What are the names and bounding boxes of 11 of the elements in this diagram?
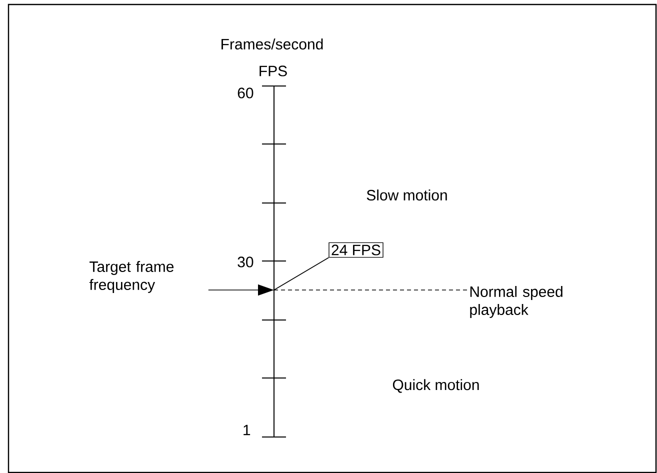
tick-label: 1 (244, 424, 250, 436)
annotation-text: Normal speed playback (470, 286, 562, 318)
tick-label: 30 (238, 256, 254, 268)
region-label: Slow motion (366, 189, 447, 200)
tick-label: 60 (238, 88, 254, 98)
value-box: 24 FPS (328, 242, 384, 258)
unit-label: FPS (260, 66, 287, 76)
leader-line (274, 257, 330, 290)
annotation-text: Target frame frequency (89, 261, 174, 293)
region-label: Quick motion (392, 379, 479, 393)
axis-title: Frames/second (222, 38, 323, 50)
